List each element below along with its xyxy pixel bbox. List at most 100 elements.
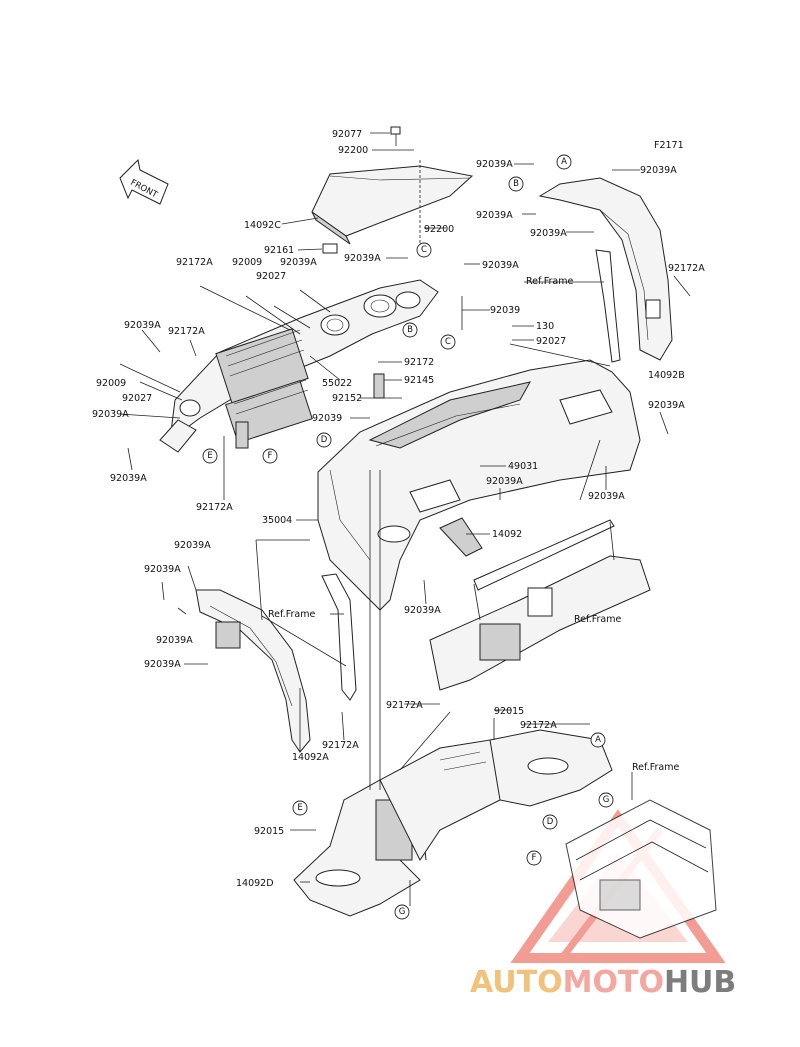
callout-d-right: D: [542, 814, 558, 830]
label-92039a: 92039A: [404, 605, 441, 616]
label-92039a: 92039A: [486, 476, 523, 487]
label-92039a: 92039A: [174, 540, 211, 551]
svg-text:F: F: [532, 853, 537, 863]
label-92039: 92039: [490, 305, 520, 316]
label-92172a: 92172A: [176, 257, 213, 268]
svg-text:C: C: [445, 337, 451, 347]
callout-a-bottom: A: [590, 732, 606, 748]
label-92027: 92027: [256, 271, 286, 282]
main-body-35004: [317, 359, 641, 611]
callout-c-mid: C: [440, 334, 456, 350]
callout-e-left: E: [202, 448, 218, 464]
instrument-panel-55022: [159, 279, 439, 453]
callout-g-bottom: G: [394, 904, 410, 920]
label-92172a: 92172A: [322, 740, 359, 751]
label-ref-frame: Ref.Frame: [526, 276, 573, 287]
callout-a-top: A: [556, 154, 572, 170]
floor-panel-center: [379, 729, 613, 861]
label-92152: 92152: [332, 393, 362, 404]
svg-text:G: G: [399, 907, 406, 917]
callout-b-mid: B: [402, 322, 418, 338]
label-130: 130: [536, 321, 554, 332]
watermark-text: AUTOMOTOHUB: [470, 965, 736, 1000]
label-14092c: 14092C: [244, 220, 281, 231]
svg-text:G: G: [603, 795, 610, 805]
label-92161: 92161: [264, 245, 294, 256]
label-92172a: 92172A: [168, 326, 205, 337]
label-92200: 92200: [338, 145, 368, 156]
right-fender-14092b: [538, 177, 673, 361]
label-92009: 92009: [96, 378, 126, 389]
label-92039a: 92039A: [144, 564, 181, 575]
callout-g-right: G: [598, 792, 614, 808]
label-92039a: 92039A: [344, 253, 381, 264]
callout-d-mid: D: [316, 432, 332, 448]
label-49031: 49031: [508, 461, 538, 472]
label-92039a: 92039A: [588, 491, 625, 502]
cover-14092: [439, 517, 483, 557]
ref-frame-bracket: [595, 249, 621, 363]
svg-text:F: F: [268, 451, 273, 461]
label-92077: 92077: [332, 129, 362, 140]
label-92145: 92145: [404, 375, 434, 386]
label-92039a: 92039A: [144, 659, 181, 670]
chassis-frame: [565, 799, 717, 939]
label-14092a: 14092A: [292, 752, 329, 763]
callout-c-top: C: [416, 242, 432, 258]
label-14092: 14092: [492, 529, 522, 540]
callout-f-left: F: [262, 448, 278, 464]
label-14092d: 14092D: [236, 878, 274, 889]
callout-e-bottom: E: [292, 800, 308, 816]
label-92015: 92015: [254, 826, 284, 837]
label-92172a: 92172A: [386, 700, 423, 711]
pad-92161: [322, 243, 338, 254]
label-ref-frame: Ref.Frame: [632, 762, 679, 773]
label-92039a: 92039A: [110, 473, 147, 484]
label-92172a: 92172A: [668, 263, 705, 274]
bracket-e: [235, 421, 249, 449]
label-92039a: 92039A: [280, 257, 317, 268]
label-92039a: 92039A: [156, 635, 193, 646]
label-92015: 92015: [494, 706, 524, 717]
svg-text:D: D: [547, 817, 554, 827]
label-92200: 92200: [424, 224, 454, 235]
svg-text:B: B: [513, 179, 519, 189]
label-92172: 92172: [404, 357, 434, 368]
diagram-code: F2171: [654, 140, 684, 151]
label-ref-frame: Ref.Frame: [574, 614, 621, 625]
label-ref-frame: Ref.Frame: [268, 609, 315, 620]
leader-lines: [119, 132, 691, 906]
label-92039: 92039: [312, 413, 342, 424]
callout-f-right: F: [526, 850, 542, 866]
svg-text:E: E: [207, 451, 212, 461]
label-35004: 35004: [262, 515, 292, 526]
callout-b-top: B: [508, 176, 524, 192]
svg-text:B: B: [407, 325, 413, 335]
svg-text:C: C: [421, 245, 427, 255]
label-92039a: 92039A: [124, 320, 161, 331]
front-arrow-icon: FRONT: [119, 158, 169, 205]
label-14092b: 14092B: [648, 370, 685, 381]
label-92027: 92027: [536, 336, 566, 347]
label-92039a: 92039A: [476, 210, 513, 221]
label-92172a: 92172A: [520, 720, 557, 731]
spring-92145: [373, 373, 385, 399]
label-92009: 92009: [232, 257, 262, 268]
ref-frame-bracket-mid: [321, 573, 357, 701]
label-92039a: 92039A: [640, 165, 677, 176]
svg-text:E: E: [297, 803, 302, 813]
svg-text:A: A: [595, 735, 601, 745]
top-cover-14092c: [311, 165, 474, 245]
rear-frame: [429, 519, 651, 691]
svg-text:A: A: [561, 157, 567, 167]
label-55022: 55022: [322, 378, 352, 389]
bolt-icon: [390, 126, 401, 135]
label-92039a: 92039A: [530, 228, 567, 239]
label-92039a: 92039A: [92, 409, 129, 420]
label-92039a: 92039A: [476, 159, 513, 170]
label-92172a: 92172A: [196, 502, 233, 513]
label-92039a: 92039A: [648, 400, 685, 411]
label-92039a: 92039A: [482, 260, 519, 271]
